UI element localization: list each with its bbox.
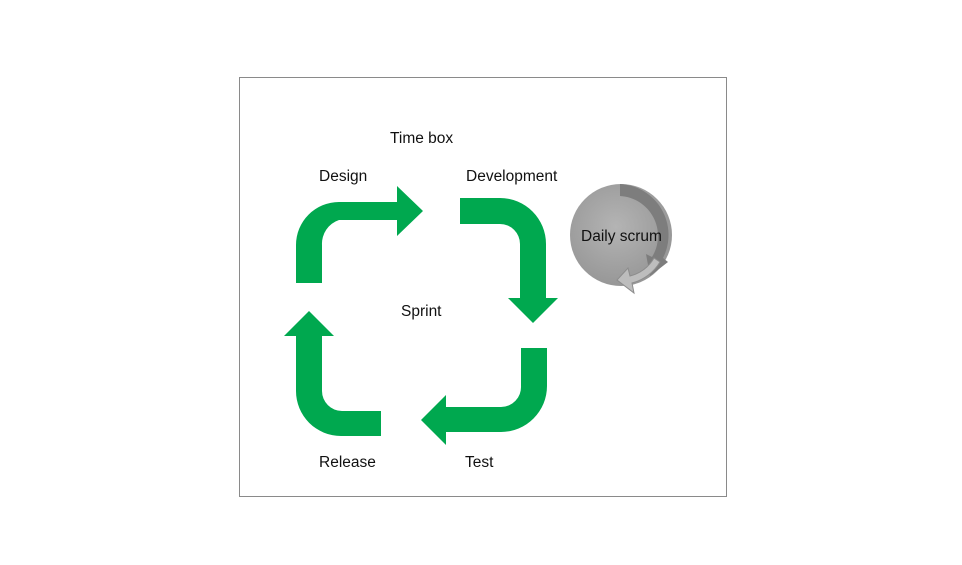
timebox-label: Time box bbox=[390, 130, 454, 147]
circular-arrow-icon bbox=[620, 184, 669, 276]
circular-arrow-head-icon bbox=[616, 257, 661, 295]
design-label: Design bbox=[319, 168, 368, 185]
sprint-label: Sprint bbox=[401, 303, 442, 320]
daily-scrum-circle bbox=[570, 184, 672, 286]
development-label: Development bbox=[466, 168, 558, 185]
design-arrow-icon bbox=[296, 186, 423, 283]
daily-scrum-label: Daily scrum bbox=[581, 228, 662, 245]
development-arrow-icon bbox=[460, 198, 558, 323]
test-label: Test bbox=[465, 454, 494, 471]
release-arrow-icon bbox=[284, 311, 381, 436]
release-label: Release bbox=[319, 454, 376, 471]
test-arrow-icon bbox=[421, 348, 547, 445]
daily-scrum-cycle bbox=[570, 184, 672, 295]
